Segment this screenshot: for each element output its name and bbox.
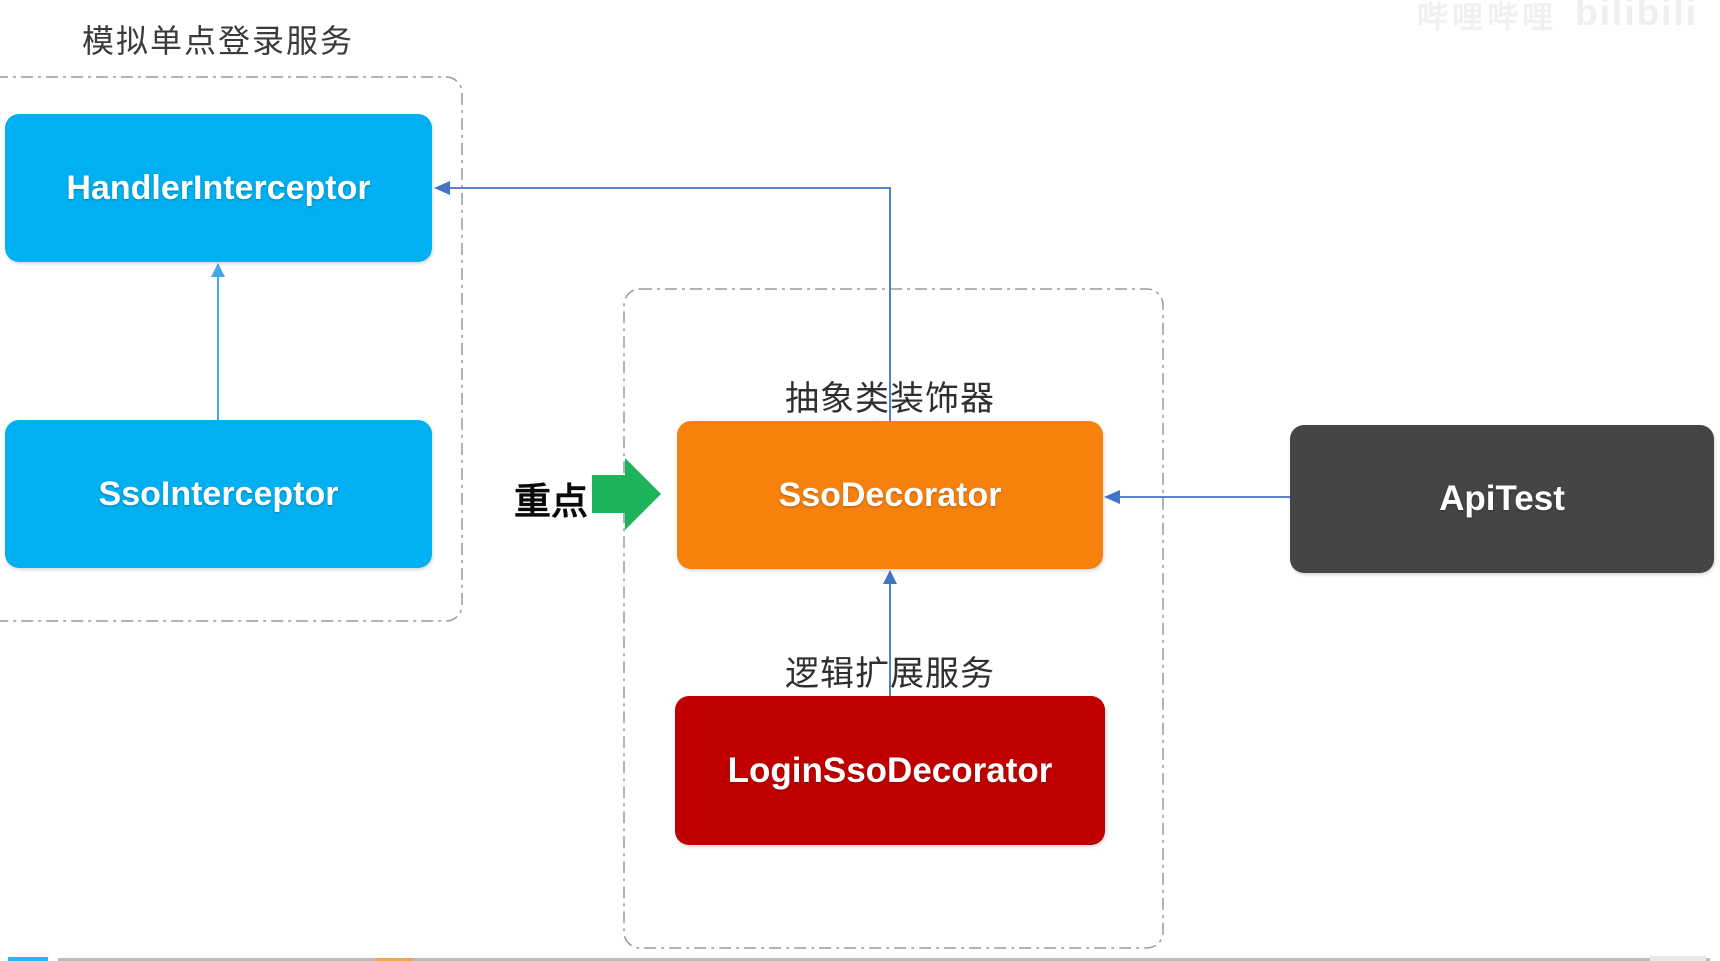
emphasis-arrow-icon	[592, 458, 661, 530]
node-sso-interceptor: SsoInterceptor	[5, 420, 432, 568]
arrow-ssointerceptor-to-handler	[211, 263, 225, 420]
decorator-group-border	[623, 288, 1164, 949]
bottom-edge-sliver-orange	[375, 958, 413, 961]
arrow-apitest-to-ssodecorator	[1104, 490, 1290, 504]
bottom-edge-sliver-cyan	[8, 957, 48, 961]
bottom-edge-sliver-gray	[58, 958, 1710, 961]
caption-logic-extension: 逻辑扩展服务	[785, 655, 995, 693]
bottom-edge-sliver-light	[1650, 956, 1706, 961]
caption-abstract-decorator: 抽象类装饰器	[785, 380, 995, 418]
node-api-test: ApiTest	[1290, 425, 1714, 573]
arrow-ssodecorator-to-handler	[434, 181, 891, 421]
emphasis-label: 重点	[514, 481, 588, 522]
sso-service-group-border	[0, 76, 463, 622]
node-handler-interceptor: HandlerInterceptor	[5, 114, 432, 262]
sso-service-group-title: 模拟单点登录服务	[82, 23, 355, 59]
node-login-sso-decorator: LoginSsoDecorator	[675, 696, 1105, 845]
node-sso-decorator: SsoDecorator	[677, 421, 1103, 569]
arrow-loginsso-to-ssodecorator	[883, 570, 897, 696]
